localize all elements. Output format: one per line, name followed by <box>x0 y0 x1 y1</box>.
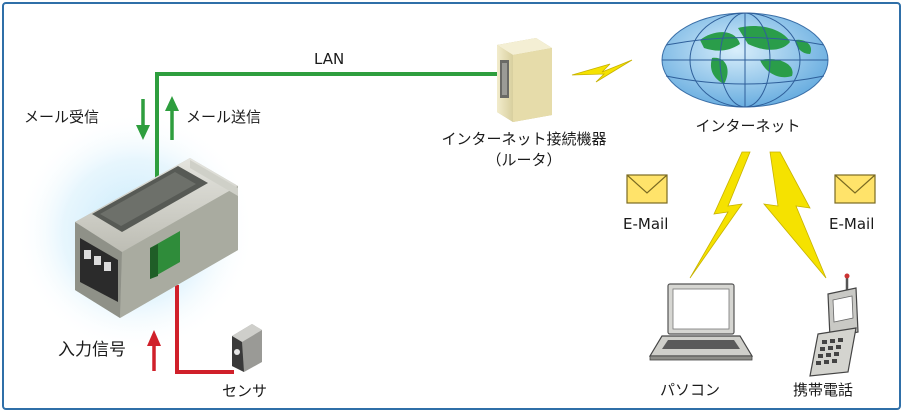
mail-receive-arrow <box>136 99 150 140</box>
router-icon <box>497 38 552 122</box>
sensor-cable <box>175 285 234 374</box>
lan-label: LAN <box>314 50 345 68</box>
router-label: インターネット接続機器 （ルータ） <box>441 130 606 169</box>
input-signal-label: 入力信号 <box>58 340 126 360</box>
mobile-phone-icon <box>809 273 859 377</box>
email-right-label: E-Mail <box>829 215 875 233</box>
pc-label: パソコン <box>660 381 721 399</box>
lightning-icon <box>571 59 633 83</box>
lightning-icon <box>689 151 751 279</box>
input-signal-arrow <box>147 330 161 371</box>
mail-receive-label: メール受信 <box>24 108 100 126</box>
email-left-label: E-Mail <box>623 215 669 233</box>
globe-icon <box>661 12 829 108</box>
lightning-icon <box>763 151 827 279</box>
mail-send-label: メール送信 <box>186 108 262 126</box>
internet-label: インターネット <box>695 117 801 135</box>
io-controller-icon <box>75 158 238 318</box>
router-label-line1: インターネット接続機器 <box>441 130 607 148</box>
mail-send-arrow <box>165 96 179 140</box>
sensor-icon <box>232 324 262 372</box>
envelope-icon <box>834 174 876 204</box>
envelope-icon <box>626 174 668 204</box>
lan-cable <box>155 72 505 178</box>
sensor-label: センサ <box>222 382 268 400</box>
laptop-icon <box>648 283 754 361</box>
mobile-label: 携帯電話 <box>793 381 854 399</box>
router-label-line2: （ルータ） <box>486 151 562 169</box>
